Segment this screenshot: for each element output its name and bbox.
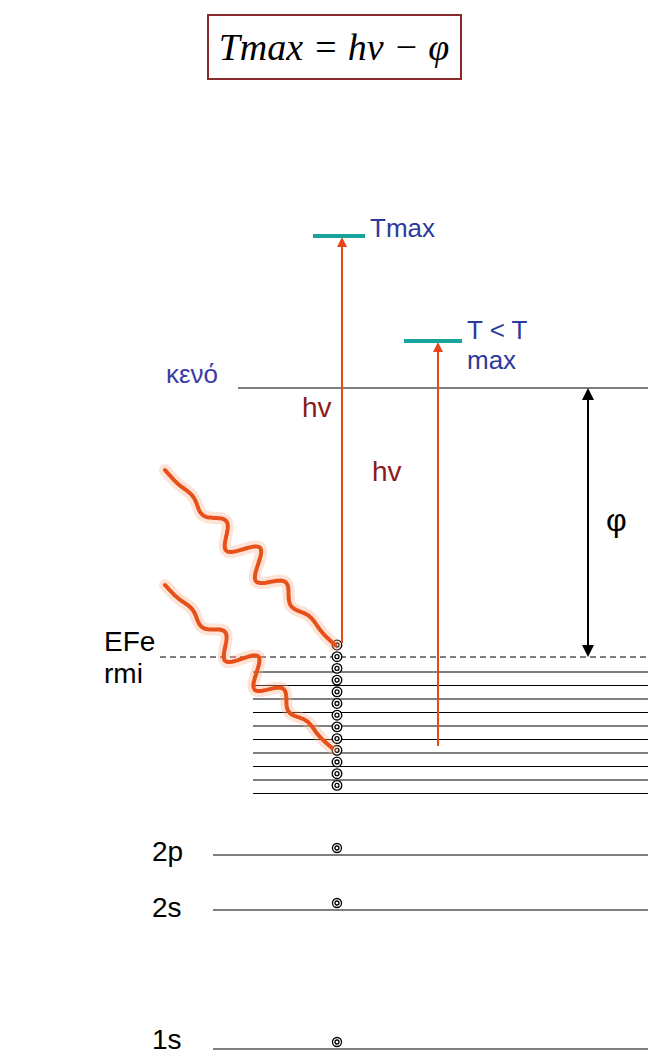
band-line <box>253 766 648 767</box>
level-label: 2s <box>152 892 182 924</box>
band-line <box>253 779 648 780</box>
band-line <box>253 739 648 740</box>
electron-dot <box>335 783 339 787</box>
band-line <box>253 698 648 699</box>
band-line <box>253 671 648 672</box>
electron-dot <box>332 769 342 779</box>
band-line <box>253 752 648 753</box>
electron-dot <box>335 655 339 659</box>
photon-waves <box>165 470 335 748</box>
state-label: T < Tmax <box>467 316 549 376</box>
level-2p <box>213 854 648 855</box>
formula-text: Tmax = hv − φ <box>219 25 450 69</box>
level-2s <box>213 909 648 910</box>
electron-dot <box>335 737 339 741</box>
level-label: 1s <box>152 1024 182 1056</box>
level-1s <box>213 1048 648 1049</box>
electron-dot <box>335 678 339 682</box>
fermi-label: EFermi <box>104 626 162 690</box>
valence-electrons <box>332 640 342 790</box>
work-function-arrow <box>587 394 589 651</box>
electron-dot <box>335 702 339 706</box>
vacuum-label: κενό <box>166 360 218 390</box>
electron-dot <box>332 664 342 674</box>
core-electrons <box>333 844 342 1047</box>
vacuum-level <box>238 387 648 388</box>
electron-dot <box>332 675 342 685</box>
excitation-arrow <box>341 242 343 643</box>
formula-box: Tmax = hv − φ <box>207 14 462 80</box>
electron-dot <box>332 687 342 697</box>
level-label: 2p <box>152 836 183 868</box>
electron-dot <box>332 710 342 720</box>
final-state <box>404 339 462 343</box>
photon-energy: hv <box>372 456 402 488</box>
electron-dot <box>335 760 339 764</box>
photon-wave <box>165 585 332 748</box>
band-line <box>253 712 648 713</box>
electron-dot <box>332 722 342 732</box>
band-line <box>253 793 648 794</box>
excitation-arrow <box>437 347 439 746</box>
electron-dot <box>335 772 339 776</box>
electron-dot <box>335 713 339 717</box>
photon-glow <box>165 585 332 748</box>
electron-dot <box>335 690 339 694</box>
electron-dot <box>332 699 342 709</box>
electron-dot <box>332 757 342 767</box>
electron-dot <box>332 652 342 662</box>
state-label: Tmax <box>370 214 435 244</box>
electron-dot <box>335 666 339 670</box>
electron-dot <box>335 725 339 729</box>
photon-energy: hv <box>302 392 332 424</box>
final-state-max <box>313 234 365 238</box>
band-line <box>253 685 648 686</box>
electron-dot <box>332 781 342 791</box>
work-function: φ <box>606 502 627 539</box>
